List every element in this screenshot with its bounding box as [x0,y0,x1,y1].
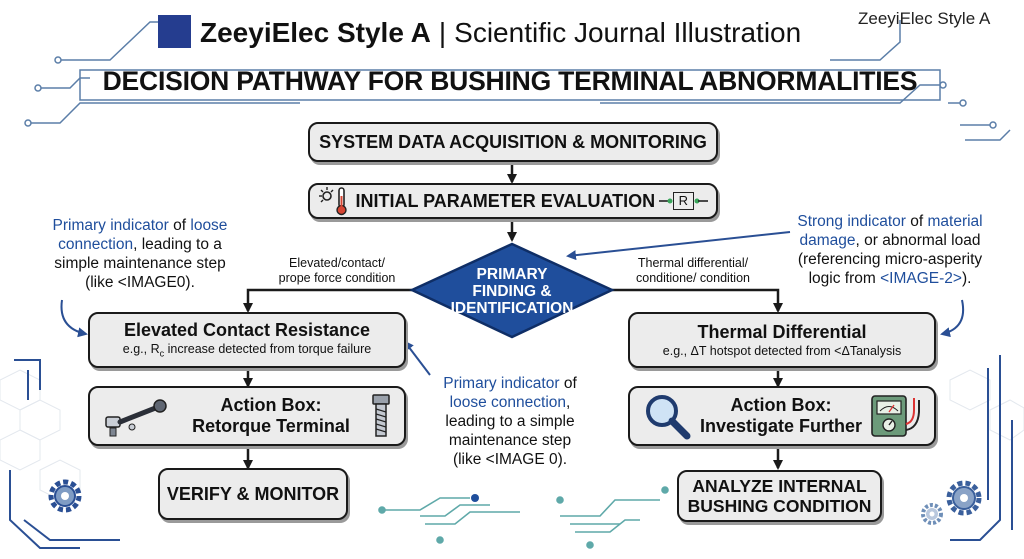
circuit-trace-icon [9,359,120,549]
multimeter-icon [871,395,920,437]
left-top-note: Primary indicator of loose connection, l… [20,216,260,292]
middle-note-text-1: of [559,375,577,392]
right-top-note: Strong indicator of material damage, or … [765,212,1015,288]
gear-icon [946,480,982,516]
left-note-highlight-1: Primary indicator [52,217,169,234]
header-title-row: ZeeyiElec Style A | Scientific Journal I… [200,14,801,52]
analyze-bushing-line-2: BUSHING CONDITION [687,496,872,516]
right-note-text-1: of [905,213,928,230]
contact-resistance-title: Elevated Contact Resistance [123,319,371,340]
left-condition-line-2: prope force condition [278,271,396,285]
thermal-differential-title: Thermal Differential [697,322,867,342]
annotation-arrows [60,231,964,376]
right-note-text-5: ). [961,270,972,287]
middle-note-line-3: leading to a simple [445,413,575,430]
left-note-text-1: of [168,217,191,234]
right-note-highlight-4: <IMAGE-2> [880,270,962,287]
resistor-icon: R [658,192,708,210]
investigate-action-line-2: Investigate Further [699,416,863,436]
flow-connectors [243,162,783,470]
left-note-line-3: simple maintenance step [54,255,226,272]
contact-resistance-subtitle: e.g., Rc increase detected from torque f… [123,341,371,362]
middle-note-line-5: (like <IMAGE 0). [452,451,568,468]
brand-name: ZeeyiElec Style A [200,17,431,48]
right-note-text-2: , or abnormal load [855,232,981,249]
retorque-action-line-2: Retorque Terminal [192,416,350,436]
retorque-action-text: Action Box: Retorque Terminal [192,395,350,437]
circuit-trace-icon [24,20,1011,141]
hex-background-pattern [0,369,1024,501]
investigate-action-line-1: Action Box: [730,395,832,415]
investigate-action-text: Action Box: Investigate Further [700,395,862,437]
right-note-highlight-1: Strong indicator [797,213,906,230]
right-condition-line-2: conditione/ condition [636,271,750,285]
right-condition-label: Thermal differential/ conditione/ condit… [618,256,768,286]
left-note-highlight-3: connection [58,236,134,253]
right-note-highlight-3: damage [799,232,856,249]
decision-line-1: PRIMARY [476,266,548,283]
verify-monitor-box: VERIFY & MONITOR [158,468,348,520]
brand-square [158,15,191,48]
contact-resistance-subtitle-suffix: increase detected from torque failure [164,341,372,356]
acquisition-box: SYSTEM DATA ACQUISITION & MONITORING [308,122,718,162]
analyze-bushing-box: ANALYZE INTERNAL BUSHING CONDITION [677,470,882,522]
investigate-action-box: Action Box: Investigate Further [628,386,936,446]
left-note-text-2: , leading to a [133,236,222,253]
decision-label: PRIMARY FINDING & IDENTIFICATION [432,266,592,317]
bolt-icon [372,394,390,437]
retorque-action-box: Action Box: Retorque Terminal [88,386,406,446]
header-subtitle: Scientific Journal Illustration [454,17,802,48]
left-condition-line-1: Elevated/contact/ [289,256,385,270]
left-note-line-4: (like <IMAGE0). [85,274,195,291]
left-condition-label: Elevated/contact/ prope force condition [262,256,412,286]
middle-note-highlight-2: loose connection [449,394,567,411]
retorque-action-line-1: Action Box: [220,395,322,415]
title-frame [79,69,941,101]
evaluation-label: INITIAL PARAMETER EVALUATION [355,190,656,211]
resistor-label: R [672,192,694,210]
right-note-highlight-2: material [927,213,983,230]
thermal-differential-box: Thermal Differential e.g., ΔT hotspot de… [628,312,936,368]
right-note-text-4: logic from [808,270,881,287]
corner-label: ZeeyiElec Style A [858,9,991,28]
contact-resistance-subtitle-prefix: e.g., R [122,341,160,356]
evaluation-box: INITIAL PARAMETER EVALUATION R [308,183,718,219]
magnifier-icon [646,395,691,440]
circuit-trace-icon [950,355,1013,541]
main-title: DECISION PATHWAY FOR BUSHING TERMINAL AB… [102,66,918,96]
left-note-highlight-2: loose [190,217,228,234]
contact-resistance-box: Elevated Contact Resistance e.g., Rc inc… [88,312,406,368]
verify-monitor-label: VERIFY & MONITOR [166,483,340,504]
decision-diamond [409,242,615,339]
wrench-icon [105,399,167,437]
gear-icon [921,503,943,525]
gear-icon [48,479,82,513]
circuit-trace-icon [378,486,669,549]
thermal-differential-subtitle: e.g., ΔT hotspot detected from <ΔTanalys… [662,344,902,358]
analyze-bushing-line-1: ANALYZE INTERNAL [692,476,867,496]
middle-note-line-4: maintenance step [448,432,572,449]
contact-resistance-subscript: c [159,348,165,359]
middle-note-text-2: , [566,394,571,411]
right-condition-line-1: Thermal differential/ [637,256,749,270]
header-separator: | [438,17,447,48]
acquisition-label: SYSTEM DATA ACQUISITION & MONITORING [319,131,707,152]
decision-line-3: IDENTIFICATION [450,300,574,317]
middle-note-highlight-1: Primary indicator [443,375,560,392]
thermometer-sun-icon [319,187,347,216]
decision-line-2: FINDING & [472,283,552,300]
right-note-line-3: (referencing micro-asperity [797,251,983,268]
middle-note: Primary indicator of loose connection, l… [420,374,600,469]
